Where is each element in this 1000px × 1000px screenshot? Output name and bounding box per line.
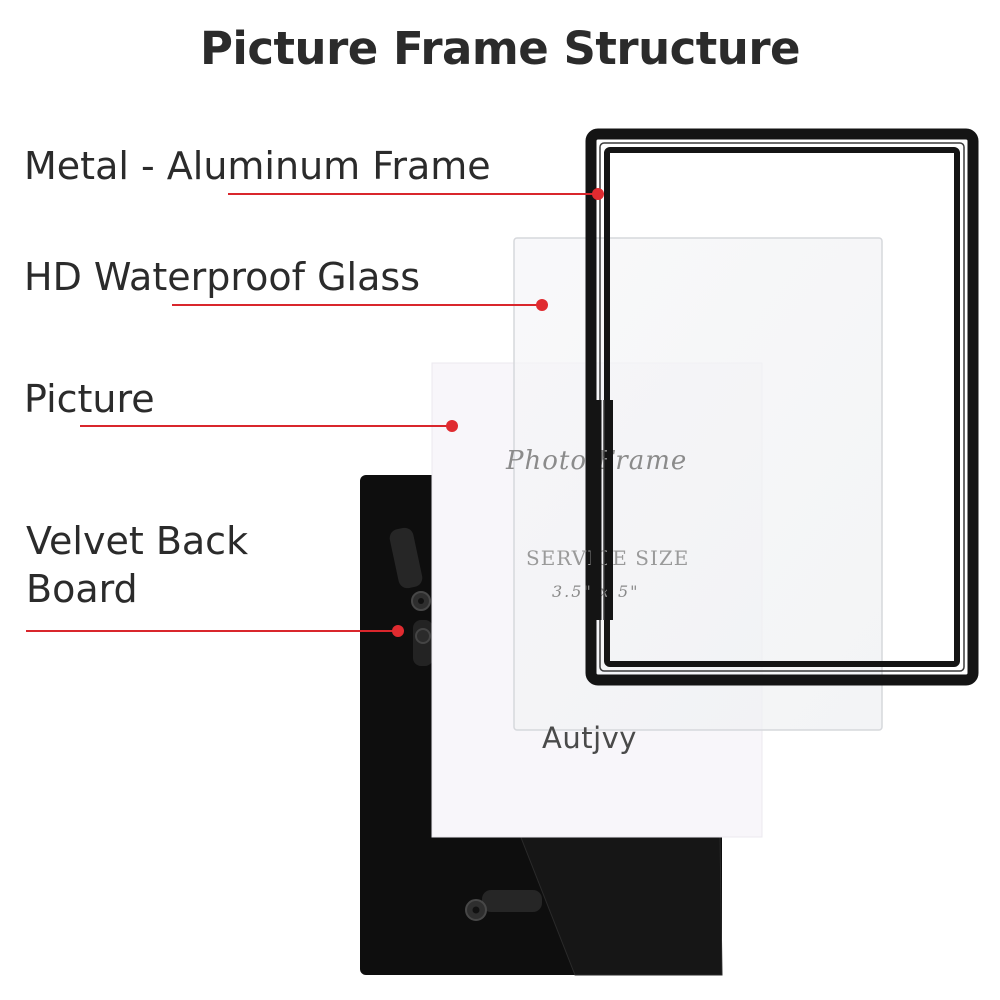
brand-text: Autjvy xyxy=(542,721,637,755)
leader-line-glass xyxy=(172,304,542,306)
leader-dot-backboard xyxy=(392,625,404,637)
label-velvet-back-board-line1: Velvet Back xyxy=(26,519,249,563)
label-waterproof-glass: HD Waterproof Glass xyxy=(24,255,420,299)
label-aluminum-frame: Metal - Aluminum Frame xyxy=(24,144,491,188)
turn-clip-icon xyxy=(465,890,542,921)
page-title: Picture Frame Structure xyxy=(199,22,801,75)
leader-dot-glass xyxy=(536,299,548,311)
picture-size-text: 3.5" x 5" xyxy=(552,582,640,601)
leader-dot-picture xyxy=(446,420,458,432)
turn-clip-icon xyxy=(413,620,433,666)
picture-service-text: SERVICE SIZE xyxy=(526,546,690,570)
label-velvet-back-board-line2: Board xyxy=(26,567,138,611)
leader-line-frame xyxy=(228,193,598,195)
leader-line-backboard xyxy=(26,630,396,632)
turn-clip-icon xyxy=(389,527,431,611)
label-picture: Picture xyxy=(24,377,155,421)
leader-dot-frame xyxy=(592,188,604,200)
glass-panel xyxy=(513,237,883,731)
leader-line-picture xyxy=(80,425,450,427)
picture-script-text: Photo Frame xyxy=(506,446,688,476)
